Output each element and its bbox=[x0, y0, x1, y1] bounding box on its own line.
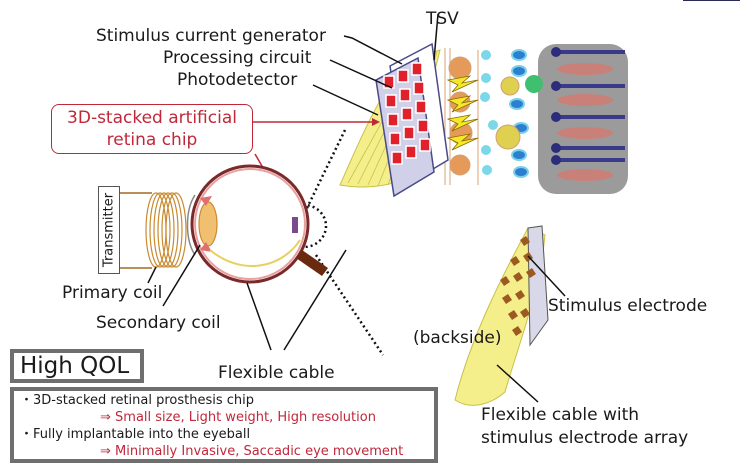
qol-benefits-box: ・3D-stacked retinal prosthesis chip ⇒ Sm… bbox=[10, 387, 438, 463]
chip-callout-line2: retina chip bbox=[106, 130, 198, 150]
label-stimulus-electrode: Stimulus electrode bbox=[548, 296, 708, 316]
optic-nerve bbox=[296, 250, 328, 276]
qol-benefit-2: ⇒ Minimally Invasive, Saccadic eye movem… bbox=[100, 444, 404, 459]
label-flexible-cable: Flexible cable bbox=[218, 363, 335, 383]
label-primary-coil: Primary coil bbox=[62, 283, 163, 303]
photoreceptor-cones bbox=[557, 63, 613, 181]
high-qol-title: High QOL bbox=[10, 349, 144, 383]
stimulus-electrodes bbox=[500, 236, 536, 336]
eyeball-illustration bbox=[186, 164, 328, 284]
qol-benefit-1: ⇒ Small size, Light weight, High resolut… bbox=[100, 410, 376, 425]
secondary-coil-shape bbox=[198, 201, 218, 247]
label-transmitter: Transmitter bbox=[101, 192, 117, 268]
rod-nuclei bbox=[551, 47, 561, 165]
label-secondary-coil: Secondary coil bbox=[96, 313, 221, 333]
label-processing-circuit: Processing circuit bbox=[163, 48, 312, 68]
implanted-chip bbox=[292, 217, 298, 233]
horizontal-cell bbox=[525, 75, 543, 93]
electrode-array-illustration bbox=[454, 225, 549, 406]
transmitter-box: Transmitter bbox=[98, 186, 120, 274]
label-stimulus-current-generator: Stimulus current generator bbox=[96, 26, 326, 46]
bipolar-cells bbox=[509, 49, 529, 178]
leader-lines bbox=[312, 13, 439, 116]
qol-point-2: ・Fully implantable into the eyeball bbox=[20, 427, 251, 442]
label-backside: (backside) bbox=[413, 328, 502, 348]
label-photodetector: Photodetector bbox=[177, 70, 298, 90]
stimulation-bolts bbox=[446, 75, 479, 151]
photodetector-pixels bbox=[383, 62, 431, 165]
chip-callout-box: 3D-stacked artificial retina chip bbox=[51, 104, 253, 154]
primary-coil-illustration bbox=[120, 192, 187, 269]
amacrine-cells bbox=[495, 76, 521, 150]
qol-point-1: ・3D-stacked retinal prosthesis chip bbox=[20, 393, 255, 408]
stacked-chip bbox=[375, 42, 449, 198]
callout-arrowhead bbox=[372, 118, 380, 126]
label-tsv: TSV bbox=[426, 9, 459, 29]
small-cells bbox=[480, 50, 498, 175]
label-flex-cable-array-line2: stimulus electrode array bbox=[481, 428, 689, 448]
top-edge-bar bbox=[683, 0, 740, 1]
retina-tissue-illustration bbox=[444, 44, 628, 194]
chip-callout-line1: 3D-stacked artificial bbox=[67, 108, 237, 128]
photoreceptor-rods bbox=[555, 50, 625, 162]
label-flex-cable-array-line1: Flexible cable with bbox=[481, 405, 640, 425]
